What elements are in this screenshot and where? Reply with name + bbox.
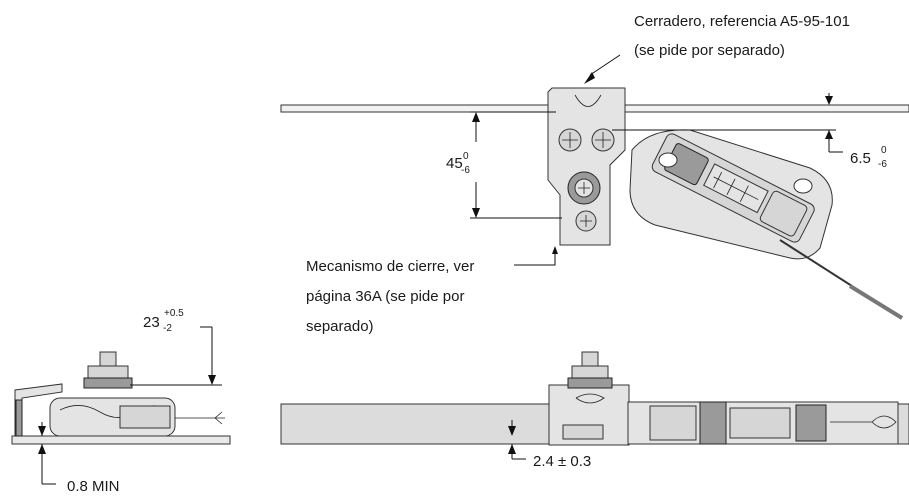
dim-0-8-value: 0.8 MIN [67,478,120,495]
dim-45: 45 0 -6 [446,111,562,219]
dim-45-lower: -6 [461,165,470,176]
dim-23-upper: +0.5 [164,308,184,319]
dim-23: 23 +0.5 -2 [130,308,222,386]
dim-6-5-lower: -6 [878,159,887,170]
dim-6-5-upper: 0 [881,145,887,156]
top-view: 45 0 -6 6.5 0 -6 Cerradero, referencia A… [280,13,909,335]
dim-2-4-value: 2.4 ± 0.3 [533,453,591,470]
dim-6-5: 6.5 0 -6 [612,93,887,170]
lock-callout-line2: página 36A (se pide por [306,288,464,305]
dim-45-upper: 0 [463,151,469,162]
strike-callout-line1: Cerradero, referencia A5-95-101 [634,13,850,30]
housing-hole-2 [793,178,813,194]
dim-2-4: 2.4 ± 0.3 [508,420,591,470]
dim-6-5-value: 6.5 [850,150,871,167]
lock-callout-line3: separado) [306,318,374,335]
side-view-left: 23 +0.5 -2 0.8 MIN [11,308,231,495]
lock-callout-line1: Mecanismo de cierre, ver [306,258,474,275]
dim-23-lower: -2 [163,323,172,334]
strike-latch-notch [574,94,602,107]
dim-23-value: 23 [143,314,160,331]
left-base-plate [11,435,231,445]
side-view-right: 2.4 ± 0.3 [280,351,909,470]
dim-45-value: 45 [446,155,463,172]
lock-leader [514,250,556,266]
strike-callout-line2: (se pide por separado) [634,42,785,59]
strike-plate [547,87,626,246]
housing-hole-1 [658,152,678,168]
left-bracket [14,383,63,437]
dim-0-8: 0.8 MIN [38,422,120,495]
strike-leader [589,54,621,76]
left-nut-stack [87,365,129,379]
